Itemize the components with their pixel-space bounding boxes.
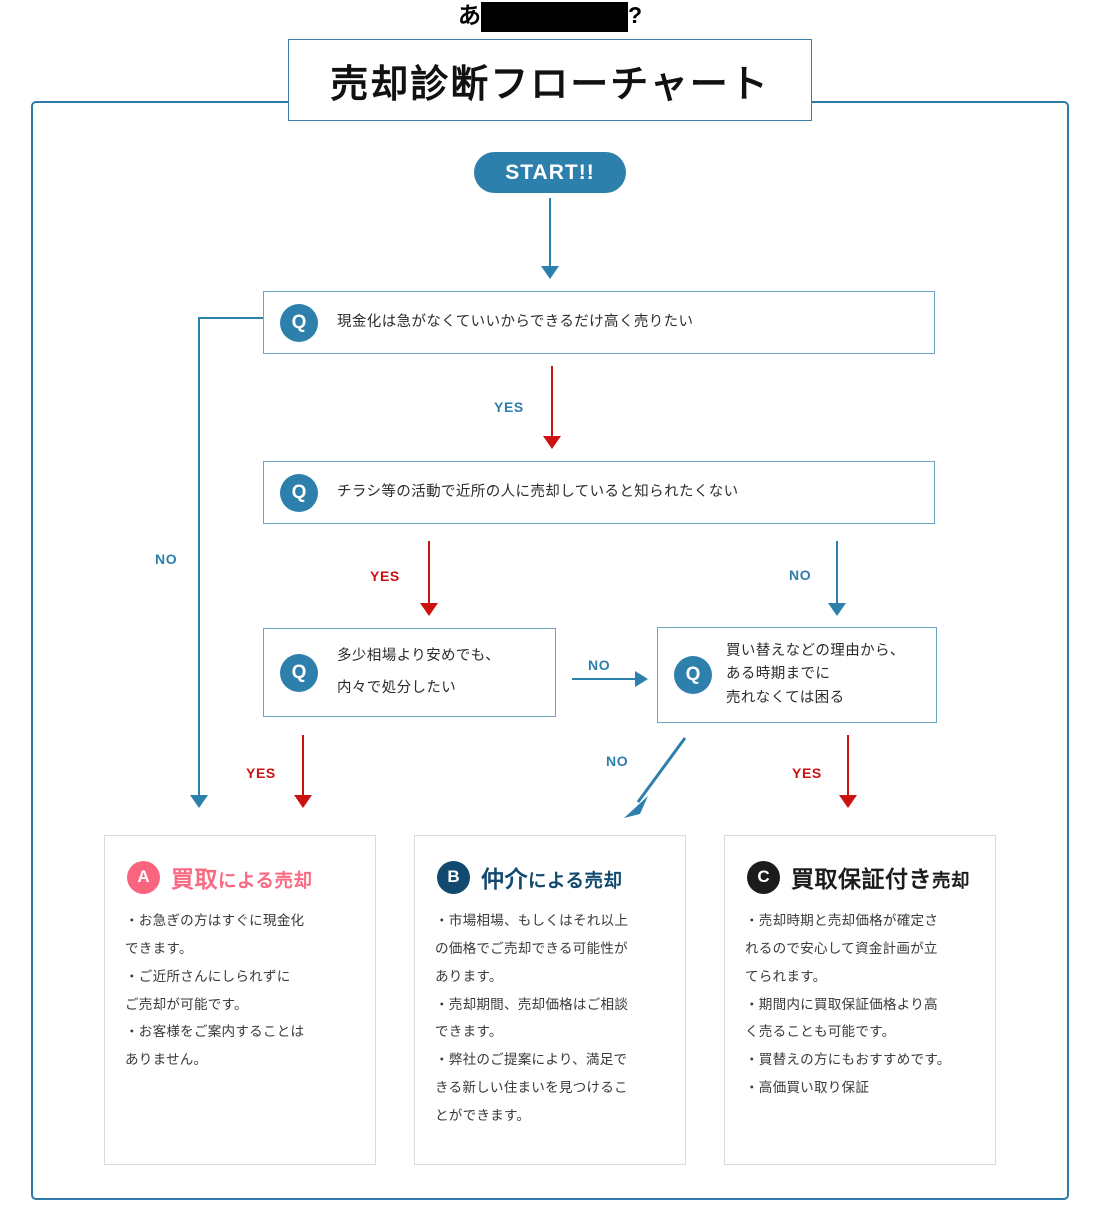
edge-q3-cardA-line [302, 735, 304, 795]
edge-q2-q3-line [428, 541, 430, 603]
result-card-a[interactable]: A 買取による売却 ・お急ぎの方はすぐに現金化 できます。 ・ご近所さんにしられ… [104, 835, 376, 1165]
card-c-badge: C [747, 860, 780, 894]
card-b-line: ・弊社のご提案により、満足で [435, 1052, 628, 1069]
card-c-title-rest: 売却 [932, 871, 971, 892]
card-c-line: ・高価買い取り保証 [745, 1080, 870, 1097]
card-a-line: ありません。 [125, 1052, 208, 1069]
card-c-line: ・買替えの方にもおすすめです。 [745, 1052, 951, 1069]
edge-q3-q4-line [572, 678, 635, 680]
edge-label-q3-no: NO [588, 657, 611, 673]
card-a-title: 買取による売却 [171, 860, 312, 894]
headline-suffix: ? [627, 2, 643, 28]
edge-q4-cardC-arrow [839, 795, 857, 808]
edge-q1-no-arrow [190, 795, 208, 808]
edge-q3-q4-arrow [635, 671, 648, 687]
question-box-3[interactable]: Q 多少相場より安めでも、 内々で処分したい [263, 628, 556, 717]
question-text-3-line-1: 多少相場より安めでも、 [337, 647, 501, 664]
headline-redaction [480, 1, 628, 32]
question-text-4: 買い替えなどの理由から、 ある時期までに 売れなくては困る [726, 640, 905, 710]
card-a-line: ・ご近所さんにしられずに [125, 968, 291, 985]
card-c-line: てられます。 [745, 968, 827, 985]
card-b-body: ・市場相場、もしくはそれ以上 の価格でご売却できる可能性が あります。 ・売却期… [435, 908, 665, 1131]
card-c-title: 買取保証付き売却 [791, 860, 970, 894]
page-title: 売却診断フローチャート [330, 60, 770, 106]
card-b-line: とができます。 [435, 1108, 531, 1125]
edge-q4-cardC-line [847, 735, 849, 795]
card-a-badge: A [127, 860, 160, 894]
q-badge-icon: Q [280, 473, 318, 512]
question-text-1: 現金化は急がなくていいからできるだけ高く売りたい [337, 314, 694, 331]
edge-q3-cardA-arrow [294, 795, 312, 808]
card-c-line: ・期間内に買取保証価格より高 [745, 996, 938, 1013]
edge-label-q3-yes: YES [246, 765, 276, 781]
card-b-line: きる新しい住まいを見つけるこ [435, 1080, 628, 1097]
redacted-headline: あ ? [0, 0, 1100, 32]
edge-q1-no-top [198, 317, 264, 319]
edge-q2-q3-arrow [420, 603, 438, 616]
q-badge-icon: Q [280, 303, 318, 342]
edge-label-q4-no: NO [606, 753, 629, 769]
question-text-3: 多少相場より安めでも、 内々で処分したい [337, 641, 500, 705]
q-badge-icon: Q [674, 656, 712, 694]
edge-q1-no-rail [198, 317, 200, 795]
card-b-title-rest: による売却 [528, 871, 623, 892]
headline-prefix: あ [457, 2, 481, 28]
card-c-line: く売ることも可能です。 [745, 1024, 896, 1041]
card-b-line: できます。 [435, 1024, 503, 1041]
edge-start-q1-arrow [541, 266, 559, 279]
card-a-body: ・お急ぎの方はすぐに現金化 できます。 ・ご近所さんにしられずに ご売却が可能で… [125, 908, 355, 1075]
edge-q1-q2-arrow [543, 436, 561, 449]
question-text-4-line-3: 売れなくては困る [726, 689, 845, 706]
question-box-1[interactable]: Q 現金化は急がなくていいからできるだけ高く売りたい [263, 291, 935, 354]
card-a-line: ご売却が可能です。 [125, 996, 248, 1013]
start-label: START!! [505, 160, 595, 184]
edge-label-q2-yes: YES [370, 568, 400, 584]
start-button[interactable]: START!! [474, 152, 626, 193]
card-a-line: ・お客様をご案内することは [125, 1024, 305, 1041]
result-card-c[interactable]: C 買取保証付き売却 ・売却時期と売却価格が確定さ れるので安心して資金計画が立… [724, 835, 996, 1165]
edge-q2-q4-line [836, 541, 838, 603]
card-a-title-strong: 買取 [171, 867, 218, 893]
card-c-title-strong: 買取保証付き [791, 867, 932, 893]
card-a-header: A 買取による売却 [127, 860, 375, 894]
question-text-3-line-2: 内々で処分したい [337, 679, 457, 696]
question-text-4-line-2: ある時期までに [726, 666, 831, 683]
card-c-body: ・売却時期と売却価格が確定さ れるので安心して資金計画が立 てられます。 ・期間… [745, 908, 975, 1103]
card-c-line: れるので安心して資金計画が立 [745, 940, 938, 957]
card-b-line: の価格でご売却できる可能性が [435, 940, 628, 957]
card-b-badge: B [437, 860, 470, 894]
edge-start-q1-line [549, 198, 551, 266]
card-b-title: 仲介による売却 [481, 860, 622, 894]
q-badge-icon: Q [280, 653, 318, 692]
card-b-line: あります。 [435, 968, 503, 985]
edge-label-q1-no: NO [155, 551, 178, 567]
question-text-4-line-1: 買い替えなどの理由から、 [726, 643, 905, 660]
edge-q4-cardB-arrow [624, 737, 687, 818]
card-a-title-rest: による売却 [218, 871, 313, 892]
edge-label-q2-no: NO [789, 567, 812, 583]
question-box-2[interactable]: Q チラシ等の活動で近所の人に売却していると知られたくない [263, 461, 935, 524]
edge-label-q4-yes: YES [792, 765, 822, 781]
edge-label-q1-yes: YES [494, 399, 524, 415]
card-a-line: ・お急ぎの方はすぐに現金化 [125, 913, 305, 929]
card-b-title-strong: 仲介 [481, 867, 528, 893]
edge-q1-q2-line [551, 366, 553, 436]
card-b-line: ・売却期間、売却価格はご相談 [435, 996, 629, 1013]
edge-q2-q4-arrow [828, 603, 846, 616]
page-title-box: 売却診断フローチャート [288, 39, 812, 121]
card-b-header: B 仲介による売却 [437, 860, 685, 894]
result-card-b[interactable]: B 仲介による売却 ・市場相場、もしくはそれ以上 の価格でご売却できる可能性が … [414, 835, 686, 1165]
card-a-line: できます。 [125, 940, 193, 957]
card-b-line: ・市場相場、もしくはそれ以上 [435, 913, 629, 929]
question-box-4[interactable]: Q 買い替えなどの理由から、 ある時期までに 売れなくては困る [657, 627, 937, 723]
card-c-header: C 買取保証付き売却 [747, 860, 995, 894]
card-c-line: ・売却時期と売却価格が確定さ [745, 913, 939, 929]
question-text-2: チラシ等の活動で近所の人に売却していると知られたくない [337, 484, 739, 501]
